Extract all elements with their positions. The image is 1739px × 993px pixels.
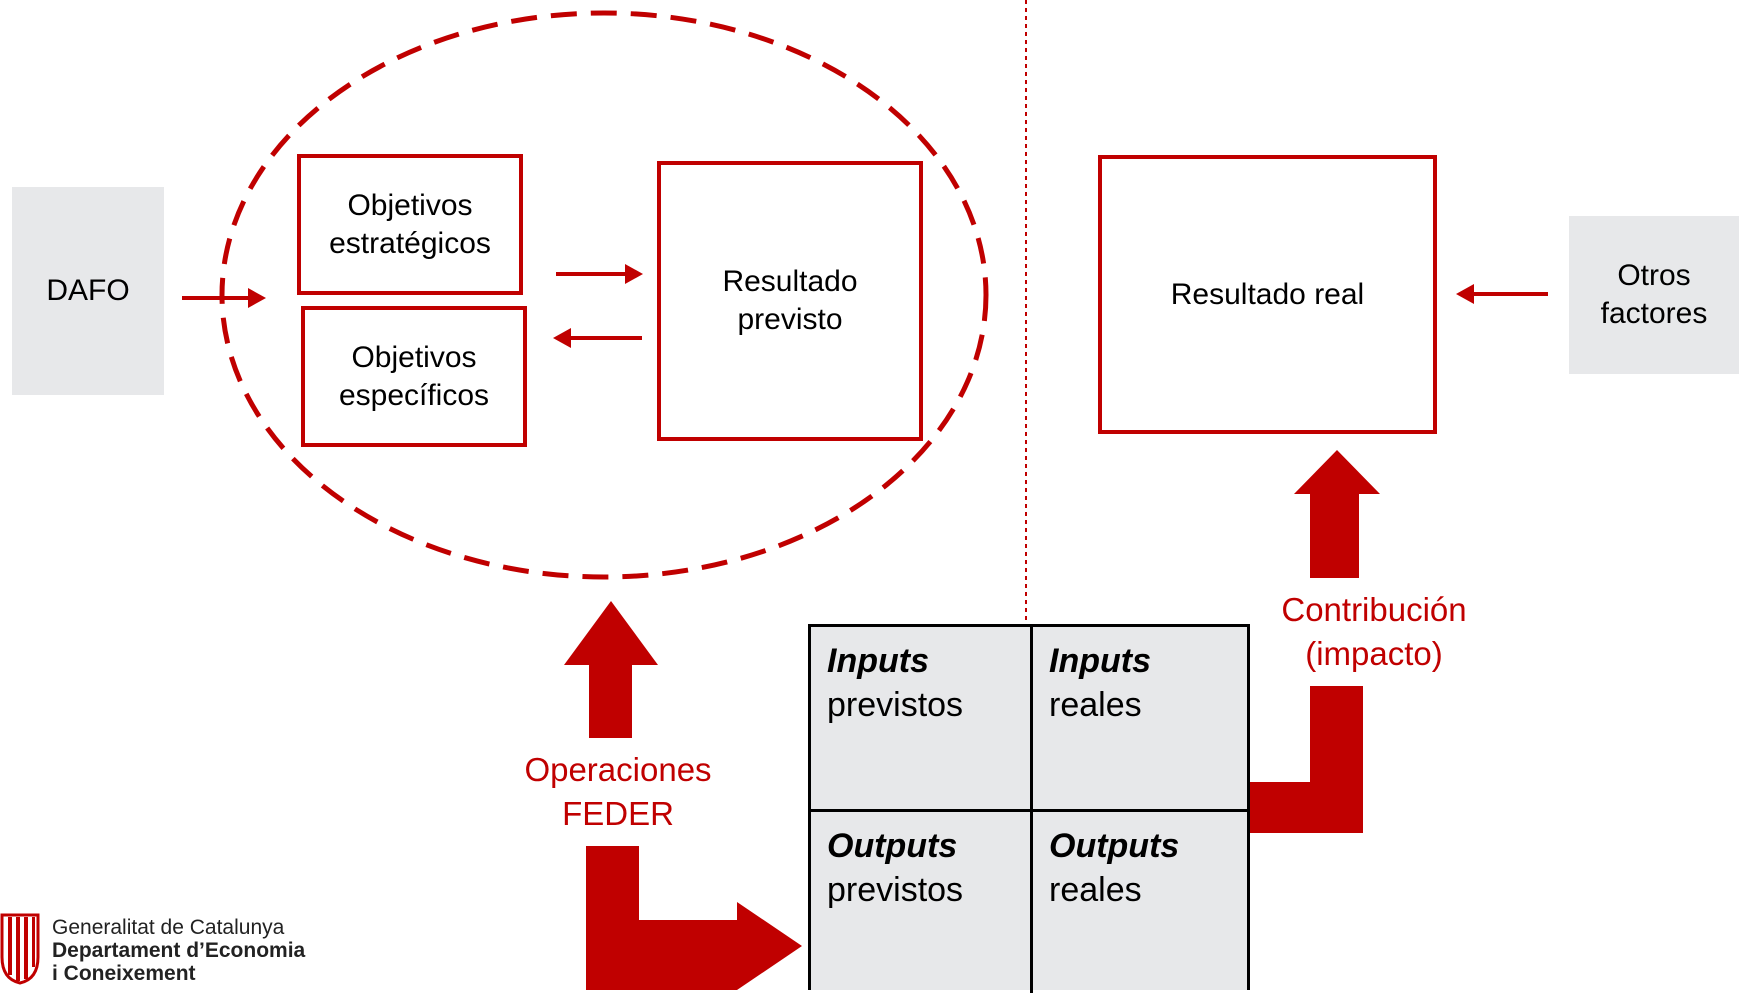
contribucion-line2: (impacto) bbox=[1305, 635, 1443, 672]
otros-factores-box: Otros factores bbox=[1569, 216, 1739, 374]
resultado-real-label: Resultado real bbox=[1170, 277, 1365, 311]
dafo-label: DAFO bbox=[46, 274, 130, 307]
cell-inputs-reales-text: reales bbox=[1049, 686, 1142, 724]
inputs-outputs-matrix: Inputs previstos Inputs reales Outputs p… bbox=[808, 624, 1250, 993]
contribucion-label: Contribución (impacto) bbox=[1244, 588, 1504, 676]
big-arrow-up-resultado-real bbox=[1294, 450, 1380, 578]
objetivos-estrategicos-line1: Objetivos bbox=[347, 188, 473, 222]
cell-outputs-reales: Outputs reales bbox=[1033, 812, 1250, 993]
cell-outputs-previstos: Outputs previstos bbox=[811, 812, 1030, 993]
objetivos-especificos-line2: específicos bbox=[338, 378, 490, 412]
cell-inputs-reales-bold: Inputs bbox=[1049, 642, 1151, 680]
resultado-previsto-box: Resultado previsto bbox=[657, 161, 923, 441]
logo-text: Generalitat de Catalunya Departament d’E… bbox=[52, 916, 305, 985]
cell-outputs-reales-text: reales bbox=[1049, 871, 1142, 909]
big-elbow-arrow-to-resultado-real bbox=[1248, 686, 1363, 833]
resultado-real-box: Resultado real bbox=[1098, 155, 1437, 434]
operaciones-line2: FEDER bbox=[562, 795, 674, 832]
big-arrow-up-operaciones bbox=[564, 601, 658, 738]
dashed-ellipse bbox=[219, 10, 989, 580]
cell-inputs-previstos: Inputs previstos bbox=[811, 627, 1030, 809]
operaciones-line1: Operaciones bbox=[524, 751, 712, 788]
arrow-to-objectives bbox=[553, 328, 642, 348]
dafo-box: DAFO bbox=[12, 187, 164, 395]
otros-factores-line1: Otros bbox=[1617, 259, 1691, 292]
objetivos-estrategicos-line2: estratégicos bbox=[329, 226, 491, 260]
cell-outputs-previstos-bold: Outputs bbox=[827, 827, 958, 865]
objetivos-especificos-box: Objetivos específicos bbox=[301, 306, 527, 447]
cell-inputs-reales: Inputs reales bbox=[1033, 627, 1250, 809]
objetivos-estrategicos-box: Objetivos estratégicos bbox=[297, 154, 523, 295]
cell-outputs-previstos-text: previstos bbox=[827, 871, 964, 909]
generalitat-logo: Generalitat de Catalunya Departament d’E… bbox=[0, 913, 340, 987]
arrow-dafo-to-objectives bbox=[182, 288, 266, 308]
cell-outputs-reales-bold: Outputs bbox=[1049, 827, 1180, 865]
arrow-to-resultado-previsto bbox=[556, 264, 643, 284]
logo-line2: Departament d’Economia bbox=[52, 939, 306, 962]
big-elbow-arrow-to-outputs bbox=[586, 846, 802, 990]
otros-factores-line2: factores bbox=[1600, 297, 1708, 330]
matrix-horizontal-divider bbox=[811, 809, 1250, 812]
resultado-previsto-line2: previsto bbox=[737, 303, 843, 336]
cell-inputs-previstos-text: previstos bbox=[827, 686, 964, 724]
resultado-previsto-line1: Resultado bbox=[722, 265, 858, 298]
logo-line1: Generalitat de Catalunya bbox=[52, 916, 285, 939]
operaciones-feder-label: Operaciones FEDER bbox=[498, 748, 738, 836]
contribucion-line1: Contribución bbox=[1281, 591, 1467, 628]
cell-inputs-previstos-bold: Inputs bbox=[827, 642, 929, 680]
logo-line3: i Coneixement bbox=[52, 962, 196, 985]
generalitat-emblem-icon bbox=[0, 913, 40, 985]
arrow-otros-to-resultado-real bbox=[1456, 284, 1548, 304]
objetivos-especificos-line1: Objetivos bbox=[351, 340, 477, 374]
